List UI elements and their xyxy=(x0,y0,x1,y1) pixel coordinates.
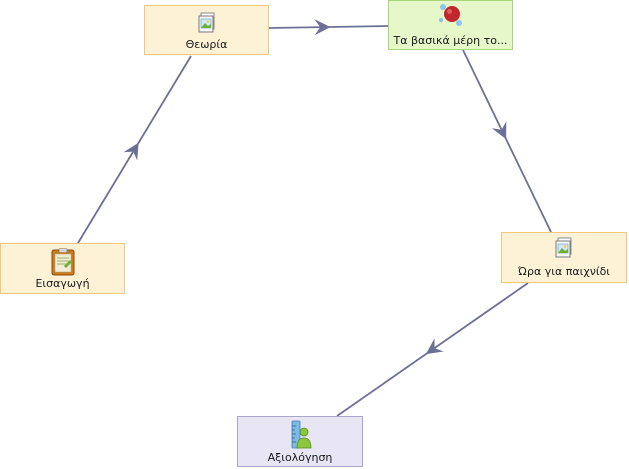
node-label: Ώρα για παιχνίδι xyxy=(517,265,611,278)
node-intro[interactable]: Εισαγωγή xyxy=(0,243,125,294)
arrowhead-basic-parts-to-game-time xyxy=(491,121,507,140)
arrowhead-game-time-to-evaluation xyxy=(425,338,444,355)
node-basic-parts[interactable]: Τα βασικά μέρη το... xyxy=(388,0,513,50)
node-game-time[interactable]: Ώρα για παιχνίδι xyxy=(501,232,627,283)
node-evaluation[interactable]: Αξιολόγηση xyxy=(237,416,363,467)
node-label: Εισαγωγή xyxy=(35,277,90,290)
arrowhead-intro-to-theory xyxy=(123,142,139,161)
molecule-icon xyxy=(437,3,465,33)
node-label: Θεωρία xyxy=(185,38,228,51)
arrowhead-theory-to-basic-parts xyxy=(314,19,331,36)
edge-basic-parts-to-game-time xyxy=(462,49,552,233)
image-document-icon xyxy=(553,237,575,263)
node-theory[interactable]: Θεωρία xyxy=(144,5,269,55)
assessment-icon xyxy=(287,420,313,454)
node-label: Τα βασικά μέρη το... xyxy=(393,34,508,47)
image-document-icon xyxy=(196,12,218,38)
edges-layer xyxy=(77,19,552,417)
clipboard-icon xyxy=(50,248,76,280)
node-label: Αξιολόγηση xyxy=(267,451,333,464)
